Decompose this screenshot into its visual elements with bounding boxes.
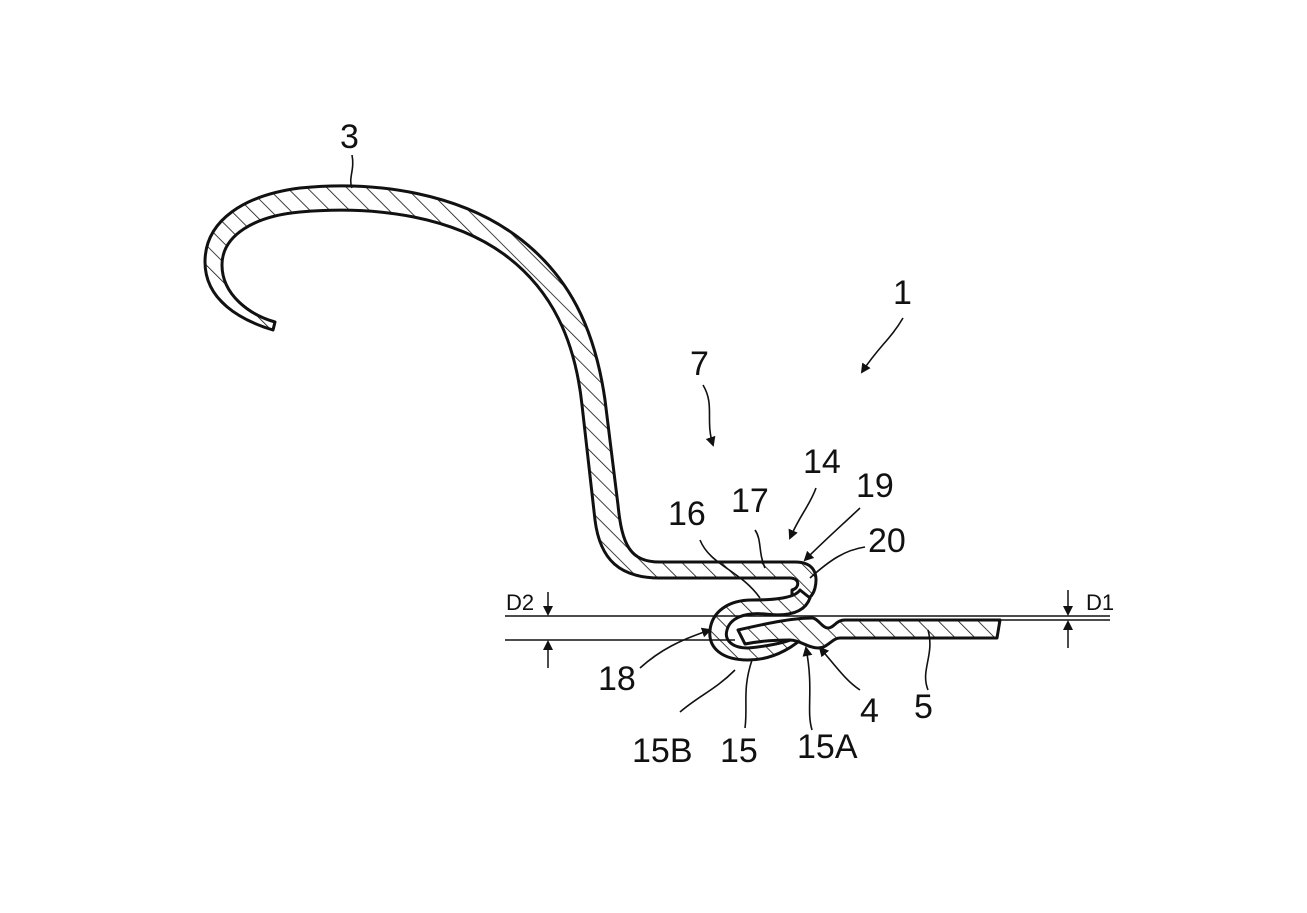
dimension-label-d2: D2 bbox=[506, 590, 534, 615]
leader-16 bbox=[699, 539, 761, 599]
ref-label-3: 3 bbox=[340, 118, 359, 156]
leader-15B bbox=[679, 669, 736, 713]
leader-3 bbox=[349, 154, 354, 189]
panel-3 bbox=[203, 184, 818, 604]
leader-19 bbox=[803, 507, 861, 562]
leader-20 bbox=[809, 546, 866, 579]
ref-label-15B: 15B bbox=[632, 732, 693, 770]
ref-label-18: 18 bbox=[598, 660, 636, 698]
leader-4 bbox=[818, 646, 861, 691]
dimension-label-d1: D1 bbox=[1086, 590, 1114, 615]
ref-label-7: 7 bbox=[690, 345, 709, 383]
ref-label-19: 19 bbox=[856, 467, 894, 505]
sheet-5 bbox=[736, 616, 1002, 650]
ref-label-20: 20 bbox=[868, 522, 906, 560]
leader-14 bbox=[788, 487, 817, 540]
ref-label-15A: 15A bbox=[797, 728, 858, 766]
leader-17 bbox=[754, 529, 766, 569]
leader-15 bbox=[744, 659, 753, 729]
ref-label-1: 1 bbox=[893, 274, 912, 312]
leader-18 bbox=[639, 627, 712, 669]
ref-label-5: 5 bbox=[914, 688, 933, 726]
leader-5 bbox=[924, 629, 931, 691]
ref-label-17: 17 bbox=[731, 482, 769, 520]
leader-7 bbox=[702, 384, 716, 447]
ref-label-14: 14 bbox=[803, 443, 841, 481]
ref-label-15: 15 bbox=[720, 732, 758, 770]
ref-label-16: 16 bbox=[668, 495, 706, 533]
ref-label-4: 4 bbox=[860, 692, 879, 730]
leader-15A bbox=[802, 646, 813, 731]
leader-1 bbox=[860, 317, 904, 374]
